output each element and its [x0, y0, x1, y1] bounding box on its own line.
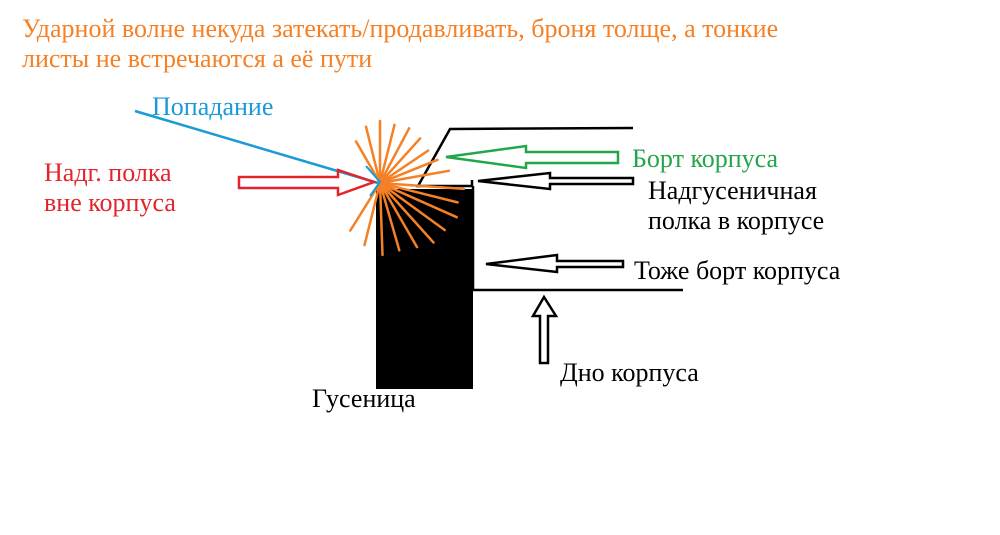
inner-shelf-label: Надгусеничная полка в корпусе	[648, 176, 824, 236]
fragment-ray	[378, 181, 384, 257]
fragment-ray	[378, 158, 439, 185]
hull-bottom-label: Дно корпуса	[560, 358, 699, 387]
fragment-ray	[378, 181, 401, 252]
impact-fragments	[349, 119, 466, 257]
fragment-ray	[378, 123, 396, 185]
fragment-ray	[349, 181, 382, 232]
headline: Ударной волне некуда затекать/продавлива…	[22, 14, 778, 74]
headline-line-2: листы не встречаются а её пути	[22, 44, 373, 73]
fragment-ray	[378, 181, 419, 249]
fragment-ray	[378, 137, 422, 185]
hit-mark	[365, 165, 382, 197]
fragment-ray	[378, 181, 459, 204]
fragment-ray	[378, 181, 446, 232]
fragment-ray	[378, 181, 466, 191]
fragment-ray	[364, 125, 382, 185]
fragment-ray	[378, 149, 430, 185]
inner-shelf-label-line-1: Надгусеничная	[648, 176, 817, 205]
outer-shelf-arrow	[237, 168, 378, 197]
fragment-ray	[363, 181, 382, 247]
inner-shelf-arrow	[477, 171, 635, 191]
hull-side-lower-arrow	[485, 253, 625, 274]
outer-shelf-label-line-1: Надг. полка	[44, 158, 172, 187]
outer-shelf-label-line-2: вне корпуса	[44, 188, 176, 217]
hit-label: Попадание	[152, 92, 274, 121]
hull-side-lower-label: Тоже борт корпуса	[634, 256, 841, 285]
hull-bottom-arrow	[530, 294, 559, 365]
headline-line-1: Ударной волне некуда затекать/продавлива…	[22, 14, 779, 43]
outer-shelf-label: Надг. полка вне корпуса	[44, 158, 176, 218]
fragment-ray	[378, 181, 435, 244]
fragment-ray	[378, 181, 458, 219]
fragment-ray	[378, 127, 411, 185]
fragment-ray	[378, 169, 451, 185]
hull-side-label: Борт корпуса	[632, 144, 779, 173]
hull-side-arrow	[445, 144, 620, 170]
inner-shelf-label-line-2: полка в корпусе	[648, 206, 825, 235]
track-label: Гусеница	[312, 384, 416, 413]
